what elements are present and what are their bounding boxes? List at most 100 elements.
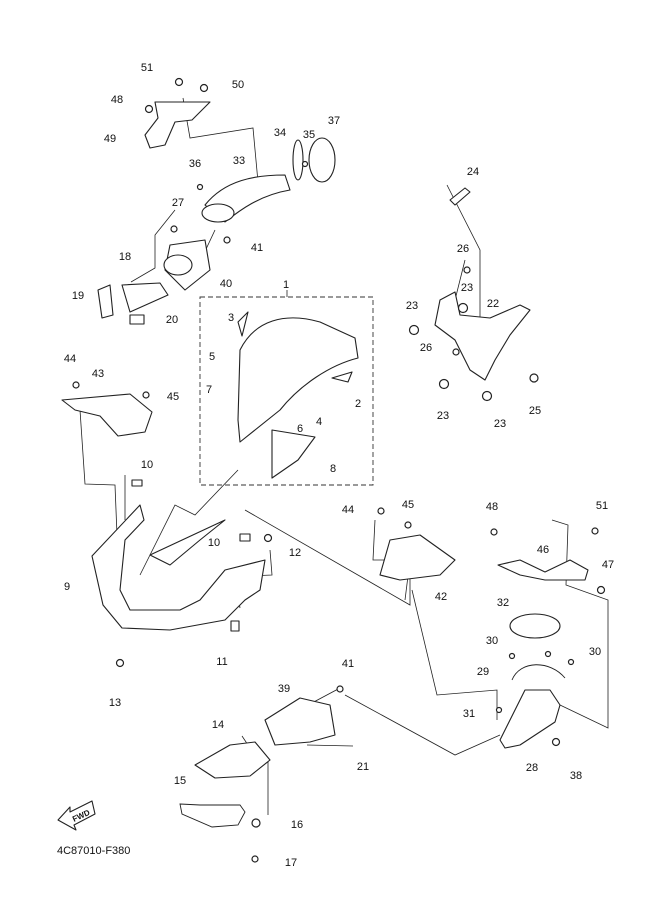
fwd-arrow-icon: FWD	[57, 800, 96, 831]
part-31-grommet	[495, 706, 503, 714]
part-9-cowling	[91, 504, 266, 631]
part-8-panel	[271, 429, 316, 479]
callout-40: 40	[220, 278, 232, 290]
callout-37: 37	[328, 115, 340, 127]
part-47-nut	[596, 585, 606, 595]
part-16-sensor	[251, 818, 261, 828]
callout-10: 10	[208, 537, 220, 549]
callout-44: 44	[342, 504, 354, 516]
part-44-bolt	[377, 507, 385, 515]
callout-23: 23	[437, 410, 449, 422]
part-29-band	[511, 664, 566, 681]
callout-34: 34	[274, 127, 286, 139]
part-23-nut	[481, 390, 493, 402]
part-1-windshield	[237, 317, 359, 443]
callout-2: 2	[355, 398, 361, 410]
callout-4: 4	[316, 416, 322, 428]
part-48-bolt	[490, 528, 498, 536]
callout-29: 29	[477, 666, 489, 678]
part-22-stay	[434, 291, 531, 381]
callout-23: 23	[461, 282, 473, 294]
callout-31: 31	[463, 708, 475, 720]
callout-11: 11	[216, 656, 227, 668]
part-51-bolt	[591, 527, 599, 535]
callout-47: 47	[602, 559, 614, 571]
callout-27: 27	[172, 197, 184, 209]
callout-30: 30	[486, 635, 498, 647]
callout-14: 14	[212, 719, 224, 731]
callout-12: 12	[289, 547, 301, 559]
callout-45: 45	[167, 391, 179, 403]
callout-36: 36	[189, 158, 201, 170]
callout-48: 48	[486, 501, 498, 513]
part-36-grommet	[196, 183, 204, 191]
callout-21: 21	[357, 761, 369, 773]
callout-51: 51	[141, 62, 153, 74]
part-28-duct	[499, 689, 561, 749]
part-45-grommet	[142, 391, 150, 399]
part-2-clip	[331, 371, 353, 383]
part-18-bracket	[121, 282, 169, 313]
callout-32: 32	[497, 597, 509, 609]
part-34-seal	[292, 139, 304, 181]
callout-35: 35	[303, 129, 315, 141]
part-26-bolt	[463, 266, 471, 274]
part-51-bolt	[174, 77, 184, 87]
callout-20: 20	[166, 314, 178, 326]
assembly-lines	[79, 97, 609, 815]
part-41-screw	[223, 236, 231, 244]
part-23-nut	[457, 302, 469, 314]
part-32-ring	[509, 613, 561, 639]
callout-38: 38	[570, 770, 582, 782]
callout-25: 25	[529, 405, 541, 417]
part-49-bracket	[144, 101, 211, 149]
part-39-duct	[264, 697, 336, 746]
callout-49: 49	[104, 133, 116, 145]
part-37-ring	[308, 137, 336, 183]
part-17-screw	[251, 855, 259, 863]
part-12-rivet	[263, 533, 273, 543]
callout-22: 22	[487, 298, 499, 310]
callout-26: 26	[420, 342, 432, 354]
part-41-screw	[336, 685, 344, 693]
callout-3: 3	[228, 312, 234, 324]
callout-9: 9	[64, 581, 70, 593]
part-30-clip	[508, 652, 516, 660]
callout-23: 23	[494, 418, 506, 430]
part-42-bracket	[379, 534, 456, 581]
callout-42: 42	[435, 591, 447, 603]
diagram-caption: 4C87010-F380	[57, 845, 130, 857]
callout-10: 10	[141, 459, 153, 471]
callout-19: 19	[72, 290, 84, 302]
callout-1: 1	[283, 279, 289, 291]
part-23-nut	[408, 324, 420, 336]
part-11-nut	[230, 620, 240, 632]
part-35-clip	[301, 160, 309, 168]
part-33-flange	[201, 203, 235, 223]
callout-26: 26	[457, 243, 469, 255]
callout-48: 48	[111, 94, 123, 106]
part-25-nut	[529, 373, 539, 383]
callout-41: 41	[342, 658, 354, 670]
part-9-inner	[149, 519, 226, 566]
part-24-bolt	[449, 187, 471, 206]
part-44-bolt	[72, 381, 80, 389]
part-14-duct	[194, 741, 271, 779]
part-19-seal	[97, 284, 114, 319]
callout-13: 13	[109, 697, 121, 709]
part-46-bracket	[497, 559, 589, 581]
part-40-opening	[163, 254, 193, 276]
callout-51: 51	[596, 500, 608, 512]
callout-30: 30	[589, 646, 601, 658]
callout-44: 44	[64, 353, 76, 365]
part-30-clip	[544, 650, 552, 658]
part-10-nut	[131, 479, 143, 487]
callout-7: 7	[206, 384, 212, 396]
part-38-grommet	[551, 737, 561, 747]
part-27-screw	[170, 225, 178, 233]
callout-43: 43	[92, 368, 104, 380]
callout-28: 28	[526, 762, 538, 774]
part-30-clip	[567, 658, 575, 666]
